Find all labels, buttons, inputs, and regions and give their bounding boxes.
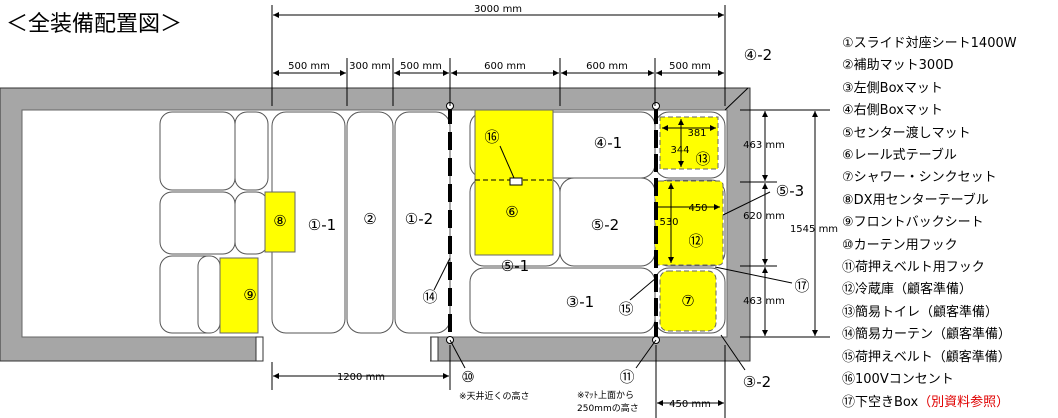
legend: ①スライド対座シート1400W ②補助マット300D ③左側Boxマット ④右側… — [842, 33, 1017, 414]
note-11: 250mmの高さ — [577, 402, 639, 414]
note-11: ※ﾏｯﾄ上面から — [577, 390, 634, 401]
legend-item: ①スライド対座シート1400W — [842, 36, 1017, 51]
label-16: ⑯ — [484, 128, 499, 146]
mat — [159, 191, 236, 255]
dim-right: 620 mm — [743, 211, 785, 222]
legend-note: （別資料参照） — [918, 394, 1010, 410]
outlet-16 — [509, 177, 523, 186]
legend-item: ③左側Boxマット — [842, 80, 943, 96]
label-3-2: ③-2 — [743, 373, 771, 391]
toilet-height: 344 — [670, 145, 689, 156]
legend-item: ②補助マット300D — [842, 58, 954, 74]
label-11: ⑪ — [619, 368, 634, 386]
mat — [234, 111, 269, 191]
label-10: ⑩ — [461, 368, 474, 386]
dim-seg: 600 mm — [484, 61, 526, 72]
legend-item: ⑦シャワー・シンクセット — [842, 170, 997, 186]
label-3-1: ③-1 — [566, 293, 594, 311]
mat — [159, 111, 236, 191]
label-13: ⑬ — [695, 150, 710, 168]
legend-item: ⑨フロントバックシート — [842, 215, 984, 231]
legend-item: ⑥レール式テーブル — [842, 148, 957, 164]
label-6: ⑥ — [505, 203, 518, 221]
legend-item: ⑧DX用センターテーブル — [842, 192, 989, 208]
dim-seg: 500 mm — [400, 61, 442, 72]
legend-item: ⑪荷押えベルト用フック — [842, 260, 985, 276]
legend-item: ⑬簡易トイレ（顧客準備） — [842, 304, 999, 320]
label-8: ⑧ — [273, 212, 286, 230]
label-17: ⑰ — [794, 277, 809, 295]
mat-2 — [346, 111, 394, 334]
toilet-width: 381 — [687, 128, 706, 139]
label-7: ⑦ — [681, 292, 694, 310]
dim-right: 463 mm — [743, 140, 785, 151]
label-9: ⑨ — [243, 286, 256, 304]
label-5-1: ⑤-1 — [501, 257, 529, 275]
label-4-1: ④-1 — [594, 134, 622, 152]
mat — [197, 255, 221, 334]
legend-item: ⑰下空きBox（別資料参照） — [842, 392, 1017, 414]
front-back-seat-9 — [219, 257, 259, 334]
mat — [234, 191, 269, 255]
dim-door: 1200 mm — [337, 372, 385, 383]
dim-seg: 600 mm — [586, 61, 628, 72]
dim-seg: 500 mm — [288, 61, 330, 72]
legend-item: ⑯100Vコンセント — [842, 372, 954, 388]
label-1-1: ①-1 — [308, 216, 336, 234]
diagram-title: ＜全装備配置図＞ — [6, 12, 183, 37]
side-door-opening — [262, 336, 430, 362]
legend-item: ⑮荷押えベルト（顧客準備） — [842, 349, 1011, 365]
fridge-width: 450 — [688, 203, 707, 214]
label-5-3: ⑤-3 — [776, 182, 804, 200]
label-15: ⑮ — [618, 300, 633, 318]
legend-item: ⑭簡易カーテン（顧客準備） — [842, 327, 1012, 343]
center-table-8 — [264, 191, 296, 253]
legend-item: ⑫冷蔵庫（顧客準備） — [842, 282, 973, 298]
label-4-2: ④-2 — [744, 46, 772, 64]
dim-total: 3000 mm — [474, 4, 522, 15]
label-2: ② — [363, 210, 376, 228]
legend-item: ⑩カーテン用フック — [842, 237, 958, 253]
dim-right-width: 450 mm — [669, 399, 711, 410]
shower-sink-7 — [659, 270, 717, 332]
dim-seg: 500 mm — [669, 61, 711, 72]
note-10: ※天井近くの高さ — [459, 390, 530, 402]
hook-11-icon — [652, 102, 660, 110]
legend-item-label: ⑰下空きBox — [842, 394, 919, 410]
dim-height: 1545 mm — [790, 224, 838, 235]
legend-item: ④右側Boxマット — [842, 103, 943, 119]
dim-seg: 300 mm — [349, 61, 391, 72]
fridge-height: 530 — [659, 217, 678, 228]
label-1-2: ①-2 — [405, 210, 433, 228]
label-5-2: ⑤-2 — [591, 216, 619, 234]
label-14: ⑭ — [422, 288, 437, 306]
dim-right: 463 mm — [743, 296, 785, 307]
legend-item: ⑤センター渡しマット — [842, 125, 971, 141]
label-12: ⑫ — [688, 232, 703, 250]
